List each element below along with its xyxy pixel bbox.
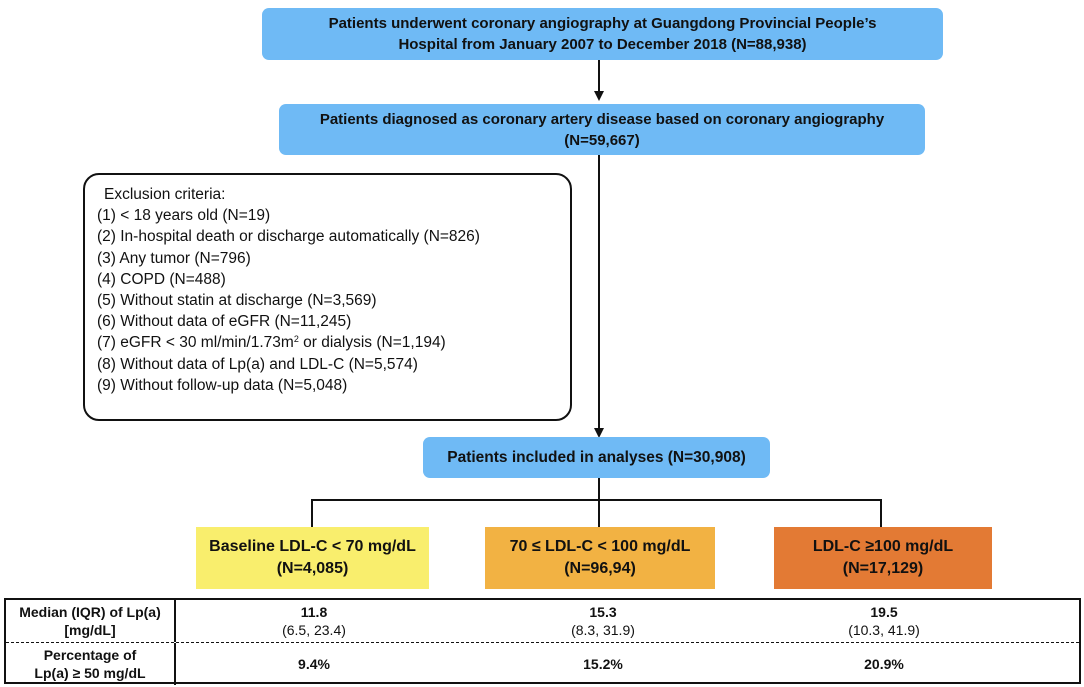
- exclusion-item-6: (6) Without data of eGFR (N=11,245): [97, 313, 352, 331]
- median-value-group-3: 19.5 (10.3, 41.9): [784, 600, 984, 642]
- row-percentage-label: Percentage of Lp(a) ≥ 50 mg/dL: [6, 643, 176, 685]
- box-included-line1: Patients included in analyses (N=30,908): [447, 449, 746, 466]
- iqr-1: (6.5, 23.4): [282, 622, 346, 638]
- box-initial-line1: Patients underwent coronary angiography …: [328, 15, 877, 32]
- median-1: 11.8: [300, 604, 328, 620]
- exclusion-item-3: (3) Any tumor (N=796): [97, 249, 251, 267]
- lpa-summary-table: Median (IQR) of Lp(a) [mg/dL] 11.8 (6.5,…: [4, 598, 1081, 685]
- row-median-label: Median (IQR) of Lp(a) [mg/dL]: [6, 600, 176, 642]
- group-box-high-ldl: LDL-C ≥100 mg/dL (N=17,129): [774, 527, 992, 589]
- box-cad-line1: Patients diagnosed as coronary artery di…: [319, 110, 885, 128]
- exclusion-item-2: (2) In-hospital death or discharge autom…: [97, 228, 480, 246]
- exclusion-item-8: (8) Without data of Lp(a) and LDL-C (N=5…: [97, 355, 418, 373]
- iqr-3: (10.3, 41.9): [848, 622, 920, 638]
- exclusion-criteria-box: Exclusion criteria: (1) < 18 years old (…: [83, 173, 572, 421]
- exclusion-item-7-after: or dialysis (N=1,194): [298, 334, 446, 352]
- group-box-low-ldl: Baseline LDL-C < 70 mg/dL (N=4,085): [196, 527, 429, 589]
- median-2: 15.3: [589, 604, 617, 620]
- row-percentage-label-line1: Percentage of: [43, 647, 137, 663]
- group-2-label: 70 ≤ LDL-C < 100 mg/dL: [509, 538, 691, 555]
- box-cad-line2: (N=59,667): [564, 131, 640, 149]
- iqr-2: (8.3, 31.9): [571, 622, 635, 638]
- group-1-label: Baseline LDL-C < 70 mg/dL: [209, 538, 416, 555]
- percentage-group-3: 20.9%: [864, 656, 904, 672]
- exclusion-item-7-sup: 2: [293, 334, 299, 345]
- exclusion-item-7-before: (7) eGFR < 30 ml/min/1.73m: [97, 334, 294, 352]
- percentage-group-2: 15.2%: [583, 656, 623, 672]
- row-percentage-label-line2: Lp(a) ≥ 50 mg/dL: [34, 665, 146, 681]
- box-included-patients: Patients included in analyses (N=30,908): [423, 437, 770, 478]
- median-value-group-2: 15.3 (8.3, 31.9): [503, 600, 703, 642]
- exclusion-item-9: (9) Without follow-up data (N=5,048): [97, 376, 348, 394]
- exclusion-item-7: (7) eGFR < 30 ml/min/1.73m2 or dialysis …: [97, 332, 570, 353]
- box-cad-patients: Patients diagnosed as coronary artery di…: [279, 104, 925, 155]
- group-3-label: LDL-C ≥100 mg/dL: [812, 538, 954, 555]
- table-row-percentage: Percentage of Lp(a) ≥ 50 mg/dL 9.4% 15.2…: [6, 642, 1079, 685]
- box-initial-patients: Patients underwent coronary angiography …: [262, 8, 943, 60]
- row-median-label-line1: Median (IQR) of Lp(a): [19, 604, 161, 620]
- exclusion-item-5: (5) Without statin at discharge (N=3,569…: [97, 292, 377, 310]
- exclusion-item-4: (4) COPD (N=488): [97, 270, 226, 288]
- group-1-n: (N=4,085): [276, 560, 349, 577]
- exclusion-title: Exclusion criteria:: [104, 186, 226, 203]
- table-row-median: Median (IQR) of Lp(a) [mg/dL] 11.8 (6.5,…: [6, 600, 1079, 642]
- group-3-n: (N=17,129): [842, 560, 924, 577]
- exclusion-item-1: (1) < 18 years old (N=19): [97, 207, 271, 225]
- median-value-group-1: 11.8 (6.5, 23.4): [214, 600, 414, 642]
- group-box-mid-ldl: 70 ≤ LDL-C < 100 mg/dL (N=96,94): [485, 527, 715, 589]
- median-3: 19.5: [870, 604, 898, 620]
- row-median-label-line2: [mg/dL]: [64, 622, 116, 638]
- box-initial-line2: Hospital from January 2007 to December 2…: [398, 36, 807, 53]
- percentage-group-1: 9.4%: [298, 656, 330, 672]
- group-2-n: (N=96,94): [564, 560, 636, 577]
